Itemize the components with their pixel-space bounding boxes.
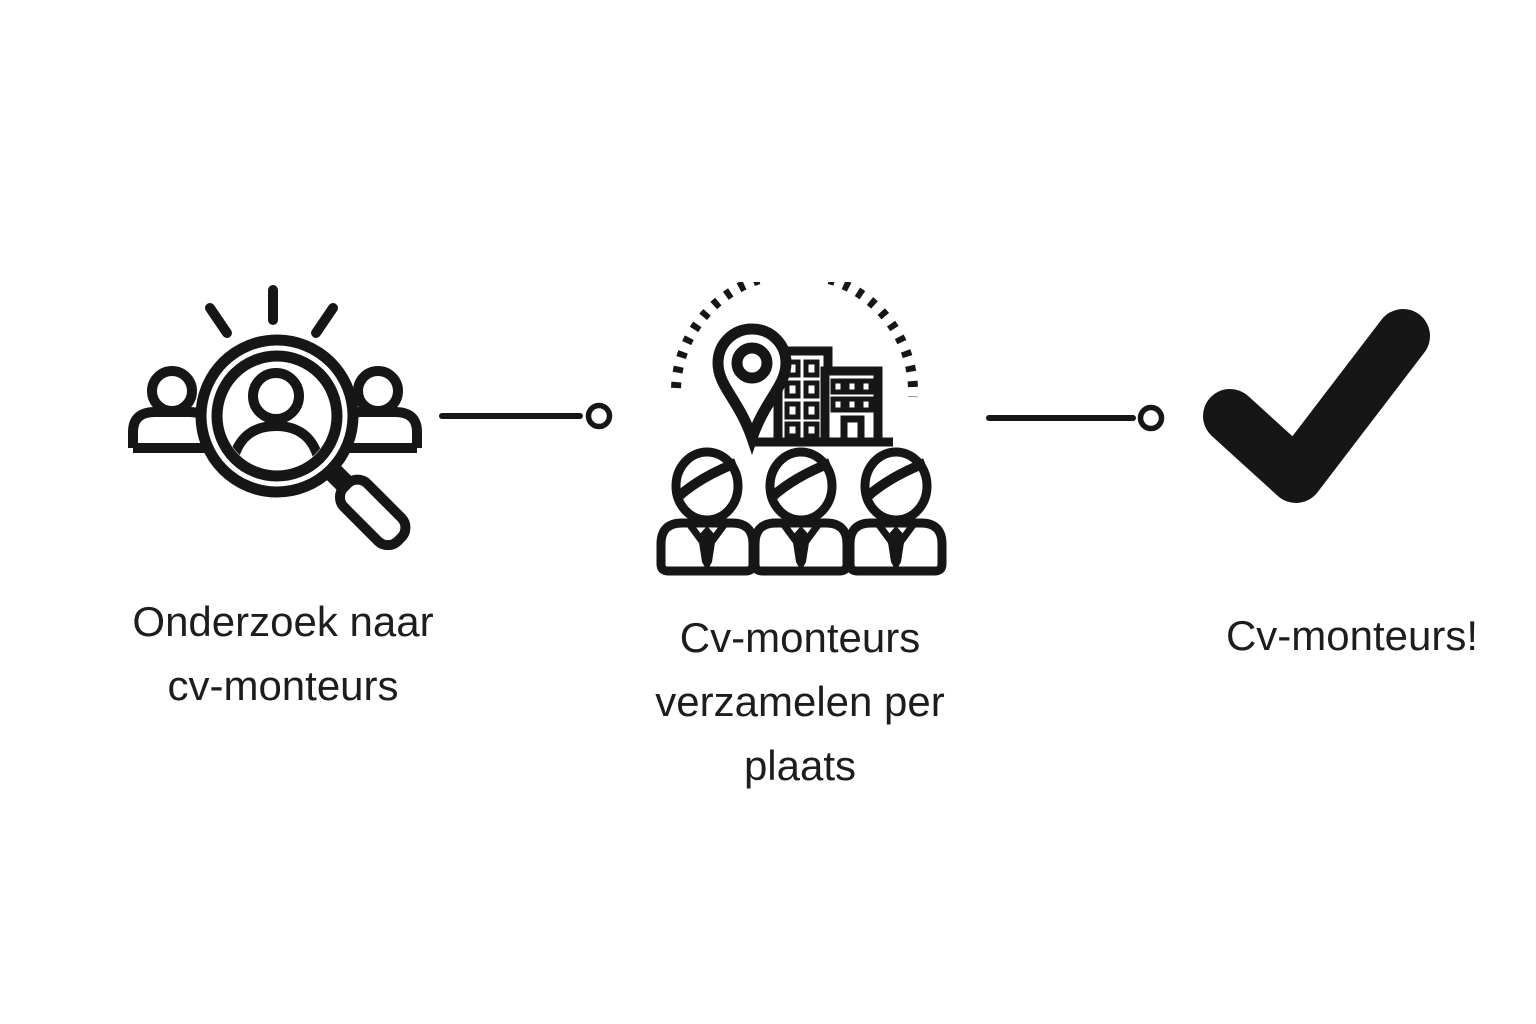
buildings-icon (752, 346, 893, 447)
step-label-result: Cv-monteurs! (1225, 612, 1479, 659)
step-label-research: Onderzoek naar cv-monteurs (132, 598, 434, 709)
worker-icon (656, 447, 758, 576)
connector-line-1 (439, 402, 613, 430)
location-pin-icon (712, 323, 792, 455)
sparkle-rays-icon (205, 285, 338, 338)
magnifier-glass-icon (195, 334, 359, 498)
people-search-icon (128, 285, 422, 550)
connector-line-2 (986, 404, 1165, 432)
person-in-glass-icon (226, 368, 326, 470)
checkmark-icon (1203, 309, 1430, 503)
connector-ring-icon (1137, 404, 1165, 432)
connector-ring-icon (585, 402, 613, 430)
worker-icon (845, 447, 947, 576)
worker-icon (750, 447, 852, 576)
person-right-icon (334, 366, 422, 448)
step-label-collect: Cv-monteurs verzamelen per plaats (655, 614, 945, 789)
magnifier-handle-icon (320, 459, 411, 550)
location-workers-icon (656, 282, 947, 576)
